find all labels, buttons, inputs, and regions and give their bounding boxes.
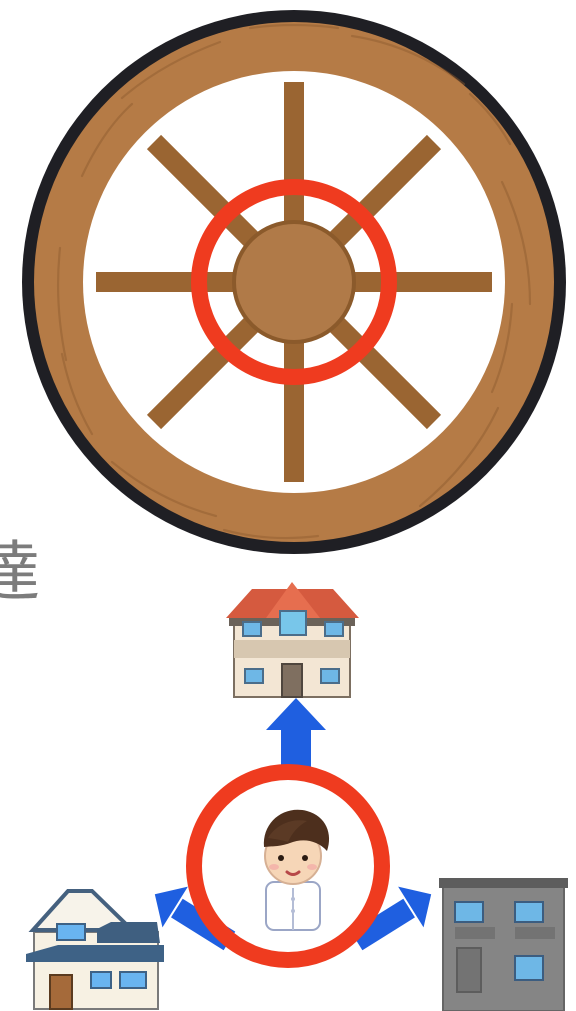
arrow-up	[266, 698, 326, 775]
house-left-icon	[26, 891, 164, 1009]
person-icon	[264, 810, 329, 930]
house-top-icon	[226, 582, 359, 697]
apartment-right-icon	[439, 878, 568, 1011]
wheel-hub	[234, 222, 354, 342]
wagon-wheel	[22, 10, 566, 554]
